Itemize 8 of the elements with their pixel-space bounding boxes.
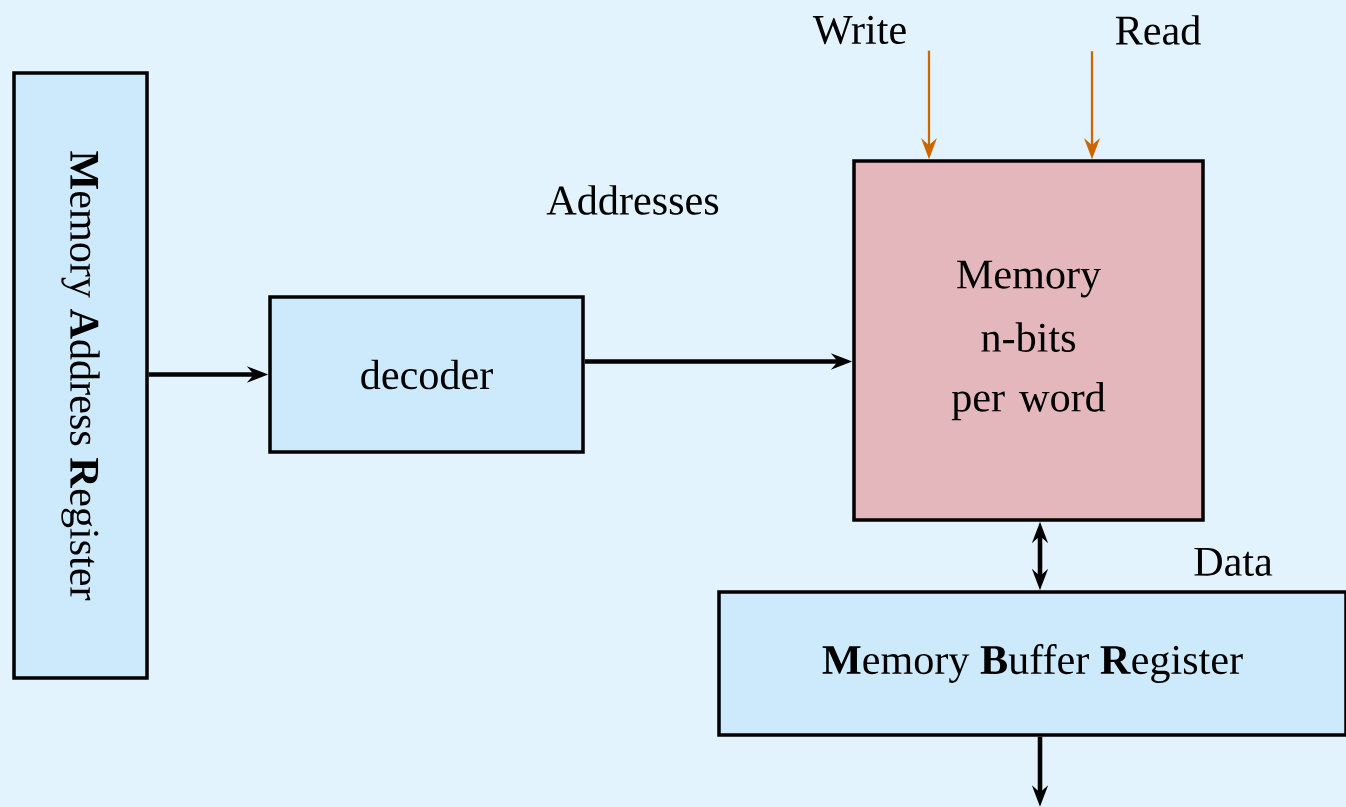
edge-label: Addresses — [544, 183, 722, 217]
process-box: Memory Buffer Register — [717, 590, 1346, 737]
signal-label: Read — [1115, 15, 1201, 45]
register-box: Memory Address Register — [12, 71, 149, 680]
edge-label: Data — [1191, 546, 1275, 578]
signal-label: Write — [812, 15, 906, 45]
memory-box: Memory n-bits per word — [852, 159, 1205, 522]
process-box: decoder — [268, 295, 585, 454]
